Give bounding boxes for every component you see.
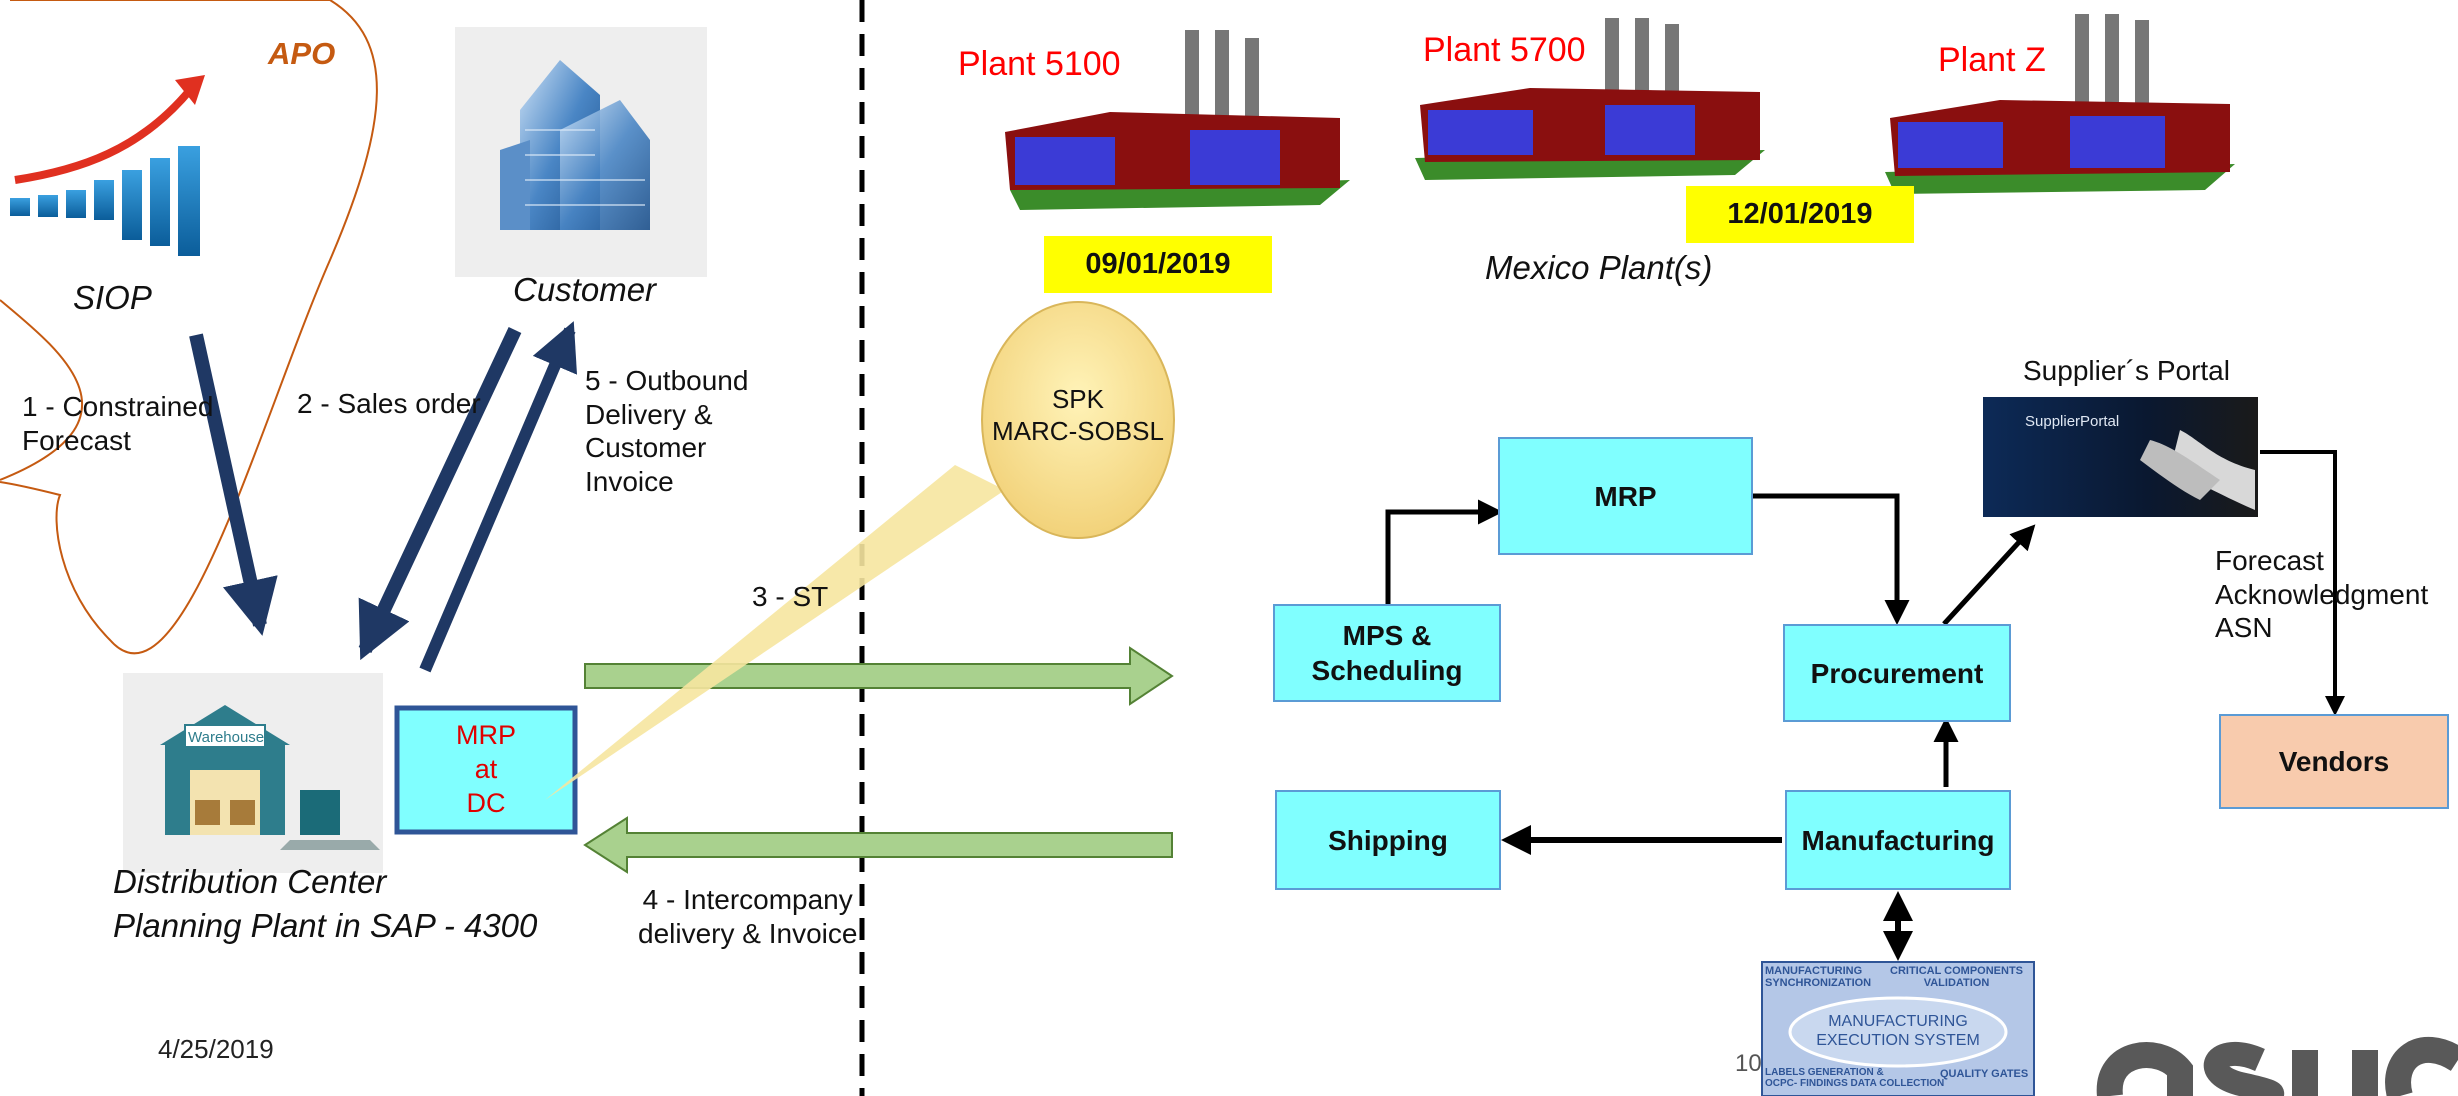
mes-label: LABELS GENERATION & OCPC- FINDINGS DATA … <box>1765 1067 1945 1089</box>
flow-label-constrained-forecast: 1 - Constrained Forecast <box>22 391 214 456</box>
supplier-portal-image <box>1983 397 2258 517</box>
mrp-box: MRP <box>1498 437 1753 555</box>
plant-date-badge: 09/01/2019 <box>1044 236 1272 293</box>
siop-label: SIOP <box>73 279 152 316</box>
manufacturing-box: Manufacturing <box>1785 790 2011 890</box>
mrp-at-dc-label: MRP at DC <box>456 720 516 818</box>
flow-label-sales-order: 2 - Sales order <box>297 388 481 419</box>
mexico-plants-label: Mexico Plant(s) <box>1485 249 1713 286</box>
mes-label: MANUFACTURING SYNCHRONIZATION <box>1765 965 1872 989</box>
shipping-box: Shipping <box>1275 790 1501 890</box>
plant-name: Plant Z <box>1938 41 2046 79</box>
apo-label: APO <box>268 36 336 71</box>
customer-building-icon <box>455 27 707 277</box>
warehouse-sign: Warehouse <box>188 729 265 746</box>
plant-date-badge: 12/01/2019 <box>1686 186 1914 243</box>
warehouse-icon <box>123 673 383 873</box>
factory-icon <box>1005 30 1350 210</box>
mes-diagram <box>1761 961 2035 1096</box>
callout-pointer <box>545 465 1005 800</box>
arrow-outbound <box>419 321 578 673</box>
supplier-portal-title: Supplier´s Portal <box>2023 355 2230 386</box>
arrow-constrained-forecast <box>189 333 278 636</box>
mes-center-label: MANUFACTURING EXECUTION SYSTEM <box>1816 1013 1980 1050</box>
arrow-mps-to-mrp <box>1385 499 1503 604</box>
dc-label-line1: Distribution Center <box>113 863 387 900</box>
footer-page-number: 10 <box>1735 1050 1762 1077</box>
arrow-portal-to-vendors <box>2260 450 2345 716</box>
factory-icon <box>1885 14 2235 194</box>
siop-chart-icon <box>10 75 205 256</box>
plant-name: Plant 5100 <box>958 45 1121 83</box>
mes-label: QUALITY GATES <box>1940 1068 2029 1080</box>
factory-icon <box>1415 18 1765 180</box>
mrp-at-dc-box <box>394 705 578 835</box>
mes-label: CRITICAL COMPONENTS VALIDATION <box>1890 965 2024 989</box>
arrow-mrp-to-procurement <box>1753 493 1910 625</box>
arrow-procurement-to-portal <box>1942 524 2036 626</box>
asuc-logo <box>2096 1037 2458 1096</box>
flow-label-outbound: 5 - Outbound Delivery & Customer Invoice <box>585 365 749 497</box>
mps-scheduling-box: MPS & Scheduling <box>1273 604 1501 702</box>
vendors-box: Vendors <box>2219 714 2449 809</box>
supplier-portal-image-text: SupplierPortal <box>2025 413 2120 430</box>
green-arrow-sto <box>584 646 1174 706</box>
flow-label-intercompany: 4 - Intercompany delivery & Invoice <box>638 884 858 949</box>
callout-bubble <box>981 301 1175 539</box>
forecast-ack-asn-label: Forecast Acknowledgment ASN <box>2215 545 2429 644</box>
green-arrow-intercompany <box>583 816 1173 874</box>
arrow-sales-order <box>358 327 522 661</box>
customer-label: Customer <box>513 271 657 308</box>
plant-name: Plant 5700 <box>1423 31 1586 69</box>
dc-label-line2: Planning Plant in SAP - 4300 <box>113 907 538 944</box>
callout-text: SPK MARC-SOBSL <box>992 383 1164 447</box>
procurement-box: Procurement <box>1783 624 2011 722</box>
apo-boundary <box>0 0 378 655</box>
flow-label-sto: 3 - ST <box>752 581 829 612</box>
footer-date: 4/25/2019 <box>158 1034 274 1064</box>
